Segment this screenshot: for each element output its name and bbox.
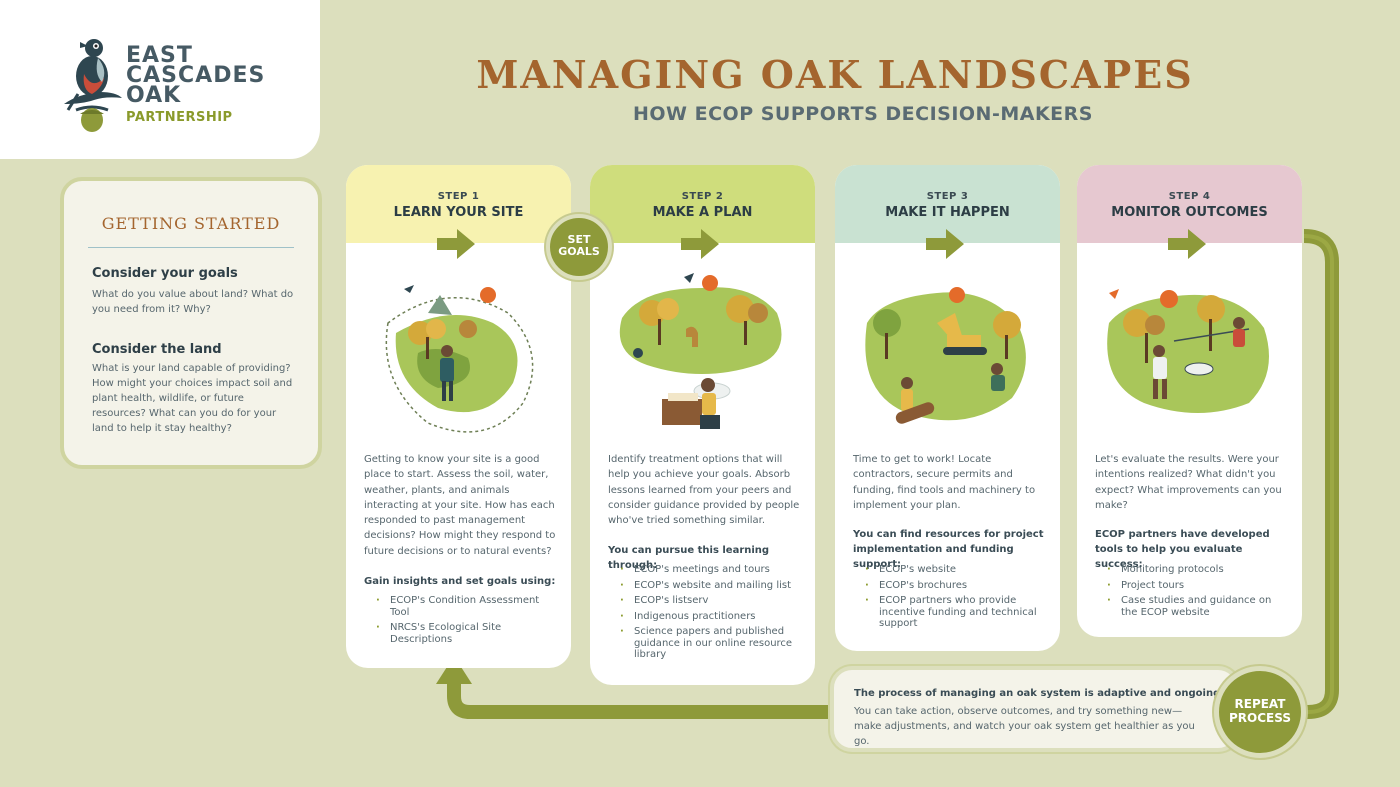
page-title: MANAGING OAK LANDSCAPES bbox=[476, 52, 1194, 97]
list-item: ECOP partners who provide incentive fund… bbox=[865, 595, 1043, 630]
list-item: ECOP's meetings and tours bbox=[620, 564, 798, 576]
step-resources-lead: Gain insights and set goals using: bbox=[364, 576, 556, 587]
bird-acorn-logo-icon bbox=[64, 39, 122, 132]
list-item: NRCS's Ecological Site Descriptions bbox=[376, 622, 554, 645]
list-item: Science papers and published guidance in… bbox=[620, 626, 798, 661]
logo-line-east: EAST bbox=[126, 43, 193, 68]
land-text: What is your land capable of providing? … bbox=[92, 363, 293, 434]
logo-line-oak: OAK bbox=[126, 83, 182, 108]
step-number: STEP 4 bbox=[1168, 191, 1211, 202]
step-name: MAKE IT HAPPEN bbox=[885, 205, 1010, 220]
logo-wordmark: EAST CASCADES OAK PARTNERSHIP bbox=[126, 43, 266, 128]
step-card-4-header: STEP 4 MONITOR OUTCOMES bbox=[1077, 165, 1302, 243]
step-resources-list: ECOP's website ECOP's brochures ECOP par… bbox=[865, 564, 1043, 634]
step-card-3-header: STEP 3 MAKE IT HAPPEN bbox=[835, 165, 1060, 243]
step-card-2: STEP 2 MAKE A PLAN Identify treatment op… bbox=[590, 165, 815, 685]
step-resources-list: ECOP's meetings and tours ECOP's website… bbox=[620, 564, 798, 665]
list-item: Project tours bbox=[1107, 580, 1285, 592]
step-resources-list: ECOP's Condition Assessment Tool NRCS's … bbox=[376, 595, 554, 649]
repeat-text: You can take action, observe outcomes, a… bbox=[854, 706, 1195, 747]
logo-panel: EAST CASCADES OAK PARTNERSHIP bbox=[0, 0, 320, 159]
list-item: ECOP's Condition Assessment Tool bbox=[376, 595, 554, 618]
step-number: STEP 3 bbox=[926, 191, 969, 202]
step-description: Getting to know your site is a good plac… bbox=[364, 454, 556, 557]
step-description: Time to get to work! Locate contractors,… bbox=[853, 454, 1036, 511]
logo-line-partnership: PARTNERSHIP bbox=[126, 110, 233, 125]
arrow-right-icon bbox=[681, 229, 719, 259]
list-item: Case studies and guidance on the ECOP we… bbox=[1107, 595, 1285, 618]
step-name: LEARN YOUR SITE bbox=[393, 205, 524, 220]
repeat-process-badge: REPEAT PROCESS bbox=[1214, 666, 1306, 758]
list-item: Indigenous practitioners bbox=[620, 611, 798, 623]
step-resources-list: Monitoring protocols Project tours Case … bbox=[1107, 564, 1285, 622]
step-card-4: STEP 4 MONITOR OUTCOMES Let's evaluate t… bbox=[1077, 165, 1302, 637]
monitoring-illustration bbox=[1107, 289, 1269, 413]
planning-illustration bbox=[619, 273, 782, 429]
repeat-lead: The process of managing an oak system is… bbox=[854, 688, 1225, 699]
step-description: Let's evaluate the results. Were your in… bbox=[1095, 454, 1282, 511]
step-name: MAKE A PLAN bbox=[652, 205, 753, 220]
arrow-right-icon bbox=[1168, 229, 1206, 259]
list-item: ECOP's listserv bbox=[620, 595, 798, 607]
goals-text: What do you value about land? What do yo… bbox=[92, 289, 294, 315]
list-item: ECOP's website bbox=[865, 564, 1043, 576]
arrow-right-icon bbox=[437, 229, 475, 259]
step-card-1-header: STEP 1 LEARN YOUR SITE bbox=[346, 165, 571, 243]
step-card-2-header: STEP 2 MAKE A PLAN bbox=[590, 165, 815, 243]
step-card-3: STEP 3 MAKE IT HAPPEN Time to get to wor… bbox=[835, 165, 1060, 651]
step-number: STEP 2 bbox=[681, 191, 724, 202]
land-heading: Consider the land bbox=[92, 342, 222, 357]
goals-heading: Consider your goals bbox=[92, 266, 238, 281]
step-description: Identify treatment options that will hel… bbox=[608, 454, 800, 527]
list-item: ECOP's brochures bbox=[865, 580, 1043, 592]
logo-line-cascades: CASCADES bbox=[126, 63, 266, 88]
step-card-1: STEP 1 LEARN YOUR SITE Getting to know y… bbox=[346, 165, 571, 668]
getting-started-panel: GETTING STARTED Consider your goals What… bbox=[60, 177, 322, 469]
step-number: STEP 1 bbox=[437, 191, 480, 202]
set-goals-badge: SET GOALS bbox=[546, 214, 612, 280]
field-work-illustration bbox=[865, 287, 1026, 424]
list-item: ECOP's website and mailing list bbox=[620, 580, 798, 592]
page-subtitle: HOW ECOP SUPPORTS DECISION-MAKERS bbox=[633, 103, 1093, 125]
site-survey-illustration bbox=[385, 285, 534, 433]
arrow-right-icon bbox=[926, 229, 964, 259]
getting-started-divider bbox=[88, 247, 294, 248]
step-name: MONITOR OUTCOMES bbox=[1111, 205, 1268, 220]
list-item: Monitoring protocols bbox=[1107, 564, 1285, 576]
getting-started-title: GETTING STARTED bbox=[101, 214, 281, 233]
repeat-process-panel: The process of managing an oak system is… bbox=[830, 666, 1240, 752]
